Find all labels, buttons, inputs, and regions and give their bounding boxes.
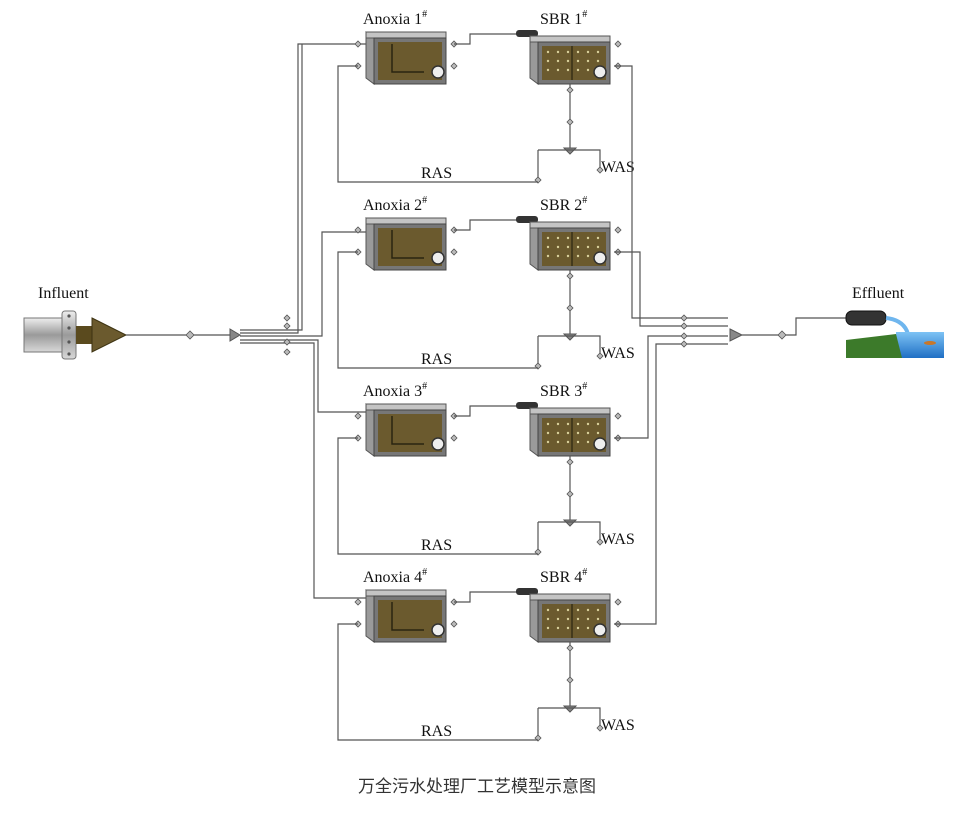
treatment-train: Anoxia 2# SBR 2# RAS WAS [337, 195, 635, 370]
effluent-label: Effluent [852, 285, 905, 302]
was-label: WAS [601, 345, 635, 362]
anoxia-label: Anoxia 3# [363, 381, 427, 400]
effluent-collection-lines [614, 65, 846, 625]
mixer-icon [729, 328, 744, 342]
ras-label: RAS [421, 165, 452, 182]
figure-caption: 万全污水处理厂工艺模型示意图 [358, 777, 596, 797]
sbr-label: SBR 1# [540, 9, 587, 28]
process-flow-diagram: Influent Anoxia 1# SBR 1# RAS WAS Anoxia 2# S… [23, 9, 944, 742]
ras-return-line [337, 437, 538, 555]
sbr-tank-icon [516, 588, 611, 643]
anoxia-label: Anoxia 4# [363, 567, 427, 586]
ras-return-line [337, 251, 538, 369]
ras-return-line [337, 623, 538, 741]
connector-node [185, 330, 195, 340]
ras-return-line [337, 65, 538, 183]
ras-label: RAS [421, 537, 452, 554]
influent-pipe-icon [23, 310, 128, 360]
sbr-label: SBR 2# [540, 195, 587, 214]
waste-sludge-line [534, 84, 604, 184]
sbr-label: SBR 4# [540, 567, 587, 586]
sbr-tank-icon [516, 216, 611, 271]
was-label: WAS [601, 717, 635, 734]
sbr-label: SBR 3# [540, 381, 587, 400]
anoxia-tank-icon [365, 31, 447, 85]
treatment-train: Anoxia 4# SBR 4# RAS WAS [337, 567, 635, 742]
ras-label: RAS [421, 351, 452, 368]
anoxia-tank-icon [365, 589, 447, 643]
waste-sludge-line [534, 270, 604, 370]
waste-sludge-line [534, 456, 604, 556]
was-label: WAS [601, 531, 635, 548]
anoxia-label: Anoxia 1# [363, 9, 427, 28]
was-label: WAS [601, 159, 635, 176]
treatment-train: Anoxia 1# SBR 1# RAS WAS [337, 9, 635, 184]
waste-sludge-line [534, 642, 604, 742]
ras-label: RAS [421, 723, 452, 740]
anoxia-tank-icon [365, 403, 447, 457]
effluent-outfall-icon [845, 310, 944, 358]
treatment-train: Anoxia 3# SBR 3# RAS WAS [337, 381, 635, 556]
influent-pipeline [126, 328, 241, 342]
splitter-icon [229, 328, 241, 342]
anoxia-tank-icon [365, 217, 447, 271]
feed-distribution-lines [240, 43, 366, 599]
sbr-tank-icon [516, 402, 611, 457]
sbr-tank-icon [516, 30, 611, 85]
influent-label: Influent [38, 285, 89, 302]
anoxia-label: Anoxia 2# [363, 195, 427, 214]
